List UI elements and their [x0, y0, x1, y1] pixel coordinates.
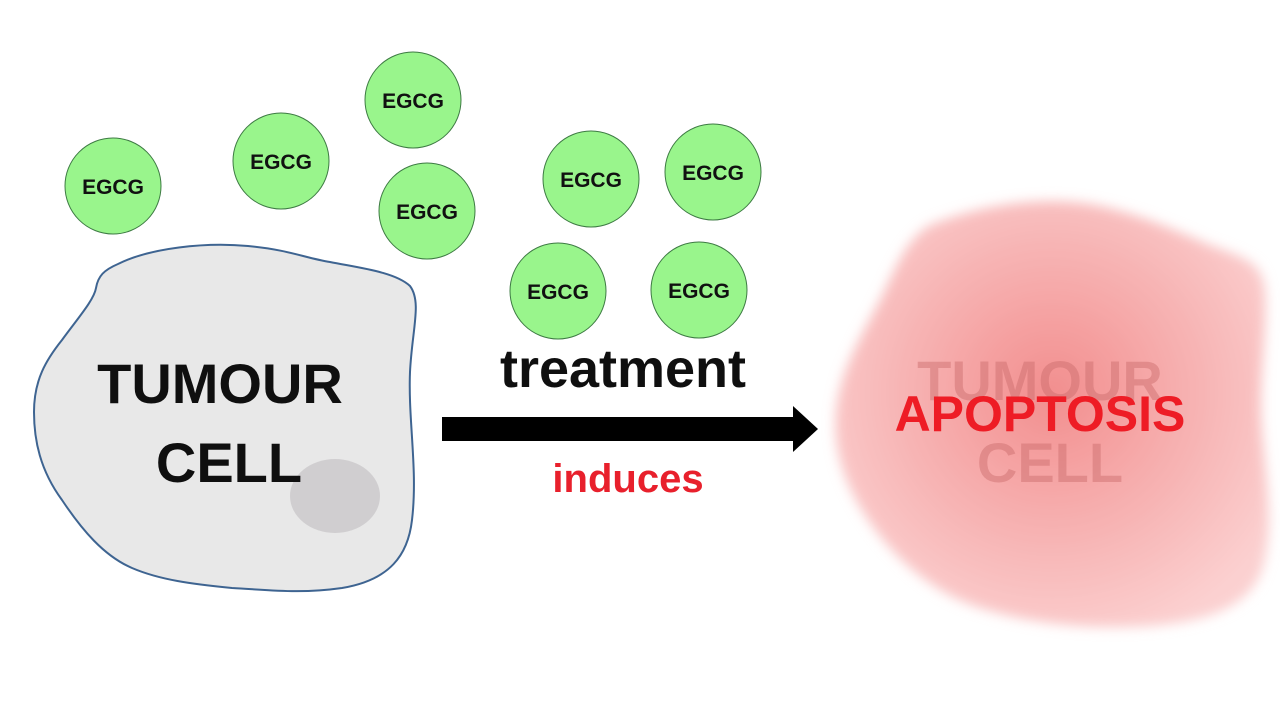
egcg-label: EGCG: [396, 201, 458, 224]
induces-label: induces: [552, 457, 703, 501]
egcg-label: EGCG: [668, 280, 730, 303]
tumour-cell-nucleus: [290, 459, 380, 533]
egcg-molecule: EGCG: [378, 162, 476, 260]
egcg-molecules: EGCG EGCG EGCG EGCG EGCG EGCG: [64, 51, 762, 340]
egcg-label: EGCG: [250, 151, 312, 174]
apoptosis-label: APOPTOSIS: [895, 386, 1186, 442]
egcg-molecule: EGCG: [664, 123, 762, 221]
arrow-head: [793, 406, 818, 452]
treatment-label: treatment: [500, 339, 746, 399]
arrow-shaft: [442, 417, 796, 441]
tumour-cell-membrane: [32, 243, 417, 593]
egcg-molecule: EGCG: [64, 137, 162, 235]
egcg-label: EGCG: [382, 90, 444, 113]
tumour-cell-label-line1: TUMOUR: [97, 352, 343, 415]
egcg-molecule: EGCG: [509, 242, 607, 340]
treatment-arrow: treatment induces: [442, 339, 818, 501]
egcg-label: EGCG: [560, 169, 622, 192]
tumour-cell-label-line2: CELL: [156, 431, 302, 494]
egcg-label: EGCG: [82, 176, 144, 199]
apoptotic-cell: TUMOUR CELL APOPTOSIS: [835, 201, 1269, 628]
egcg-molecule: EGCG: [542, 130, 640, 228]
apoptotic-cell-body: [835, 201, 1269, 628]
egcg-label: EGCG: [527, 281, 589, 304]
ghost-label-line2: CELL: [977, 431, 1123, 494]
egcg-molecule: EGCG: [650, 241, 748, 339]
egcg-molecule: EGCG: [364, 51, 462, 149]
tumour-cell: TUMOUR CELL: [32, 243, 417, 593]
ghost-label-line1: TUMOUR: [917, 349, 1163, 412]
egcg-label: EGCG: [682, 162, 744, 185]
egcg-molecule: EGCG: [232, 112, 330, 210]
